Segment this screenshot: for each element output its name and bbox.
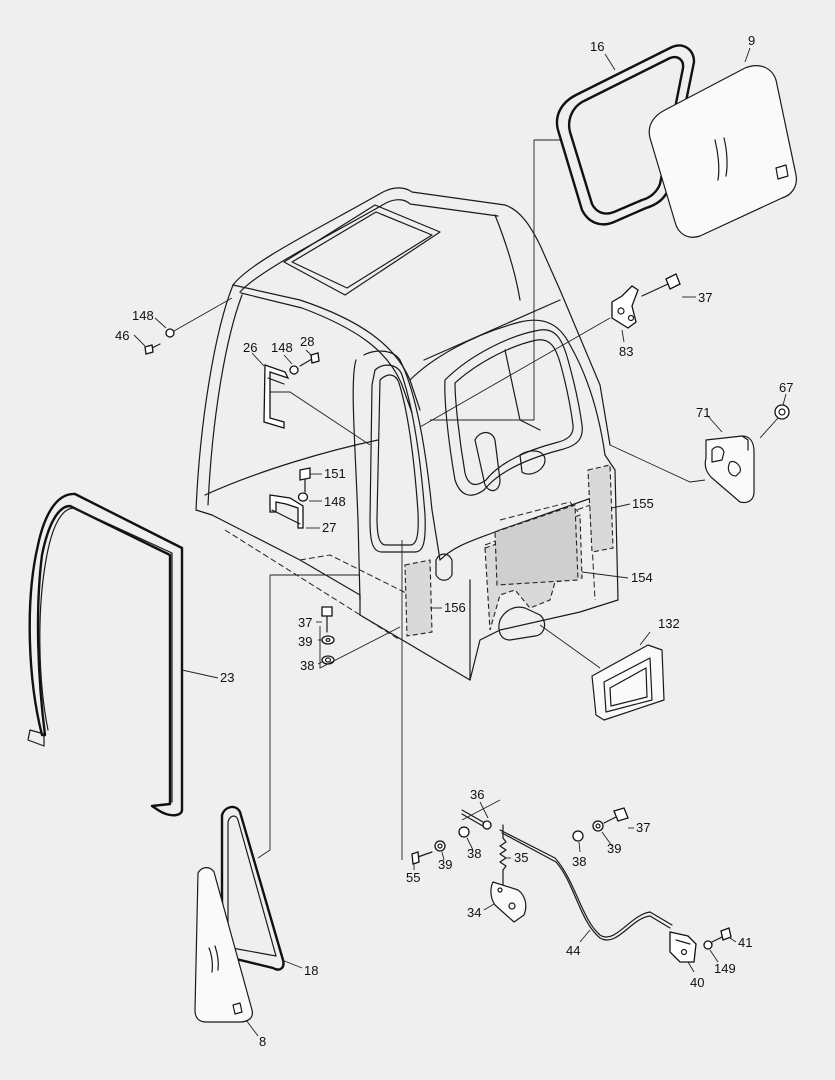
callout-35: 35	[514, 850, 528, 865]
fasteners-lower-right	[572, 807, 629, 842]
callout-37-left: 37	[298, 615, 312, 630]
door-seal-23	[27, 492, 184, 817]
callout-16: 16	[590, 39, 604, 54]
callout-67: 67	[779, 380, 793, 395]
handle-27	[269, 494, 304, 529]
callout-132: 132	[658, 616, 680, 631]
callout-27: 27	[322, 520, 336, 535]
panel-155	[587, 464, 614, 553]
callout-149: 149	[714, 961, 736, 976]
rear-window-seal-16	[555, 44, 696, 226]
callout-38-lower-left: 38	[467, 846, 481, 861]
callout-8: 8	[259, 1034, 266, 1049]
rod-36	[461, 809, 492, 830]
latch-40	[669, 931, 697, 963]
bolt-37-top	[641, 273, 681, 297]
bracket-71	[704, 435, 755, 504]
fasteners-151-148	[297, 467, 311, 502]
callout-28: 28	[300, 334, 314, 349]
callout-36: 36	[470, 787, 484, 802]
callout-155: 155	[632, 496, 654, 511]
callout-156: 156	[444, 600, 466, 615]
callout-37-top: 37	[698, 290, 712, 305]
leader-lines	[133, 47, 787, 1037]
callout-148-left: 148	[132, 308, 154, 323]
callout-18: 18	[304, 963, 318, 978]
callout-44: 44	[566, 943, 580, 958]
cover-132	[591, 644, 665, 721]
callout-154: 154	[631, 570, 653, 585]
callout-labels: 16 9 37 83 67 71 148 46 26 148 28 151 14…	[115, 33, 793, 1049]
callout-55: 55	[406, 870, 420, 885]
callout-71: 71	[696, 405, 710, 420]
cab-frame	[195, 187, 619, 681]
callout-40: 40	[690, 975, 704, 990]
callout-38-left: 38	[300, 658, 314, 673]
plate-34	[490, 881, 527, 923]
latch-83	[611, 285, 639, 329]
callout-39-left: 39	[298, 634, 312, 649]
clip-67	[774, 404, 790, 420]
cable-44	[499, 829, 673, 941]
callout-23: 23	[220, 670, 234, 685]
handle-26	[263, 364, 290, 429]
panel-156	[404, 559, 433, 637]
sound-panels	[404, 464, 614, 641]
callout-38-lower-right: 38	[572, 854, 586, 869]
fasteners-41-149	[703, 927, 732, 950]
callout-83: 83	[619, 344, 633, 359]
fasteners-37-39-38-left	[319, 606, 401, 669]
callout-151: 151	[324, 466, 346, 481]
callout-39-lower-right: 39	[607, 841, 621, 856]
callout-34: 34	[467, 905, 481, 920]
fasteners-lower-left	[411, 826, 470, 865]
door-glass-8	[194, 867, 253, 1023]
fasteners-148-28	[144, 297, 320, 375]
callout-26: 26	[243, 340, 257, 355]
callout-39-lower-left: 39	[438, 857, 452, 872]
callout-41: 41	[738, 935, 752, 950]
callout-46: 46	[115, 328, 129, 343]
callout-148-mid: 148	[271, 340, 293, 355]
callout-37-lower: 37	[636, 820, 650, 835]
rear-window-glass-9	[648, 65, 797, 238]
callout-9: 9	[748, 33, 755, 48]
callout-148-lower: 148	[324, 494, 346, 509]
